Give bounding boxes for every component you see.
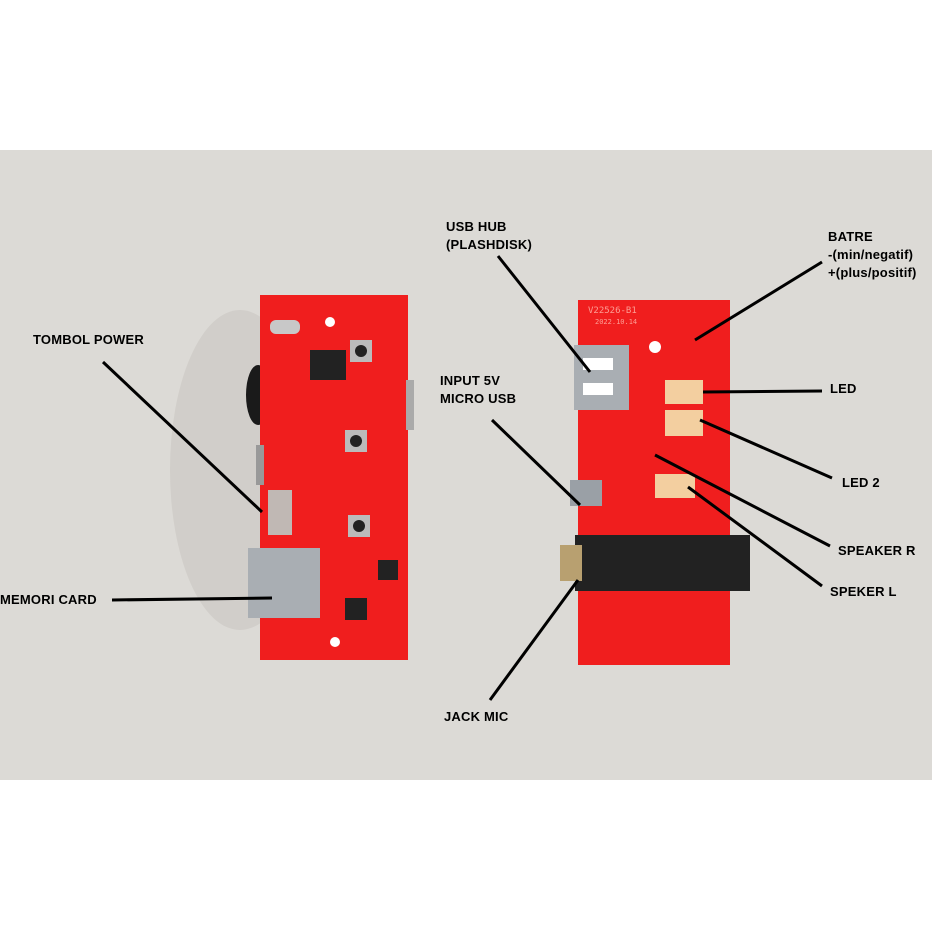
label-speaker-r: SPEAKER R xyxy=(838,543,916,558)
ic-chip-small xyxy=(378,560,398,580)
right-pcb-board xyxy=(560,300,750,665)
push-button xyxy=(350,435,362,447)
micro-usb-port xyxy=(570,480,602,506)
side-port xyxy=(406,380,414,430)
label-input-5v: INPUT 5V MICRO USB xyxy=(440,372,516,408)
label-usb-hub-line1: USB HUB xyxy=(446,219,507,234)
led-connector xyxy=(665,380,703,404)
usb-a-port xyxy=(574,345,629,410)
label-memory-card: MEMORI CARD xyxy=(0,592,97,607)
label-input-line1: INPUT 5V xyxy=(440,373,501,388)
push-button xyxy=(353,520,365,532)
push-button xyxy=(355,345,367,357)
board-date-silkscreen: 2022.10.14 xyxy=(595,318,638,326)
audio-jack xyxy=(575,535,750,591)
ic-chip xyxy=(310,350,346,380)
label-led2: LED 2 xyxy=(842,475,880,490)
memory-card-slot xyxy=(248,548,320,618)
speaker-connector xyxy=(655,474,695,498)
leader-lines xyxy=(101,255,833,701)
photo-background xyxy=(0,150,932,780)
board-model-silkscreen: V22526-B1 xyxy=(588,306,637,316)
label-battery-line3: +(plus/positif) xyxy=(828,265,917,280)
push-button xyxy=(345,598,367,620)
label-usb-hub-line2: (PLASHDISK) xyxy=(446,237,532,252)
crystal-oscillator xyxy=(270,320,300,334)
label-battery-line1: BATRE xyxy=(828,229,873,244)
label-speaker-l: SPEKER L xyxy=(830,584,897,599)
left-pcb-board xyxy=(246,295,414,660)
led2-connector xyxy=(665,410,703,436)
label-led: LED xyxy=(830,381,857,396)
power-switch xyxy=(268,490,292,535)
label-battery: BATRE -(min/negatif) +(plus/positif) xyxy=(828,228,917,282)
label-battery-line2: -(min/negatif) xyxy=(828,247,914,262)
label-usb-hub: USB HUB (PLASHDISK) xyxy=(446,218,532,254)
label-power-button: TOMBOL POWER xyxy=(33,332,144,347)
label-input-line2: MICRO USB xyxy=(440,391,517,406)
label-jack-mic: JACK MIC xyxy=(444,709,509,724)
